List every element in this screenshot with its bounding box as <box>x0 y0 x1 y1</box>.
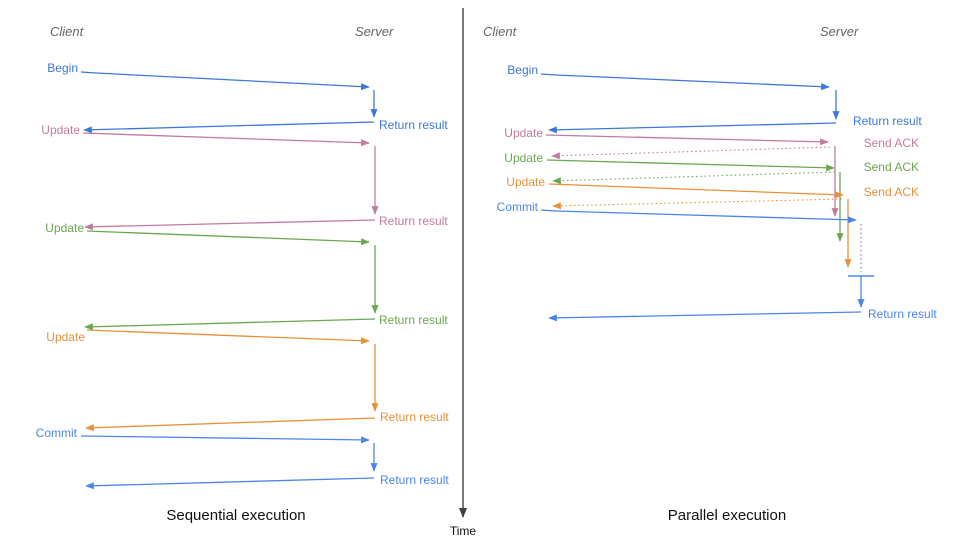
par-update3-request-arrow <box>548 183 844 199</box>
seq-message-update-2: Update Return result <box>45 221 448 331</box>
par-begin-response-arrow <box>548 122 837 134</box>
par-commit-label: Commit <box>497 200 539 214</box>
seq-message-update-1: Update Return result <box>41 123 448 231</box>
seq-update3-label: Update <box>46 330 85 344</box>
par-message-begin: Begin Return result <box>507 63 922 134</box>
par-commit-response-arrow <box>548 311 862 322</box>
par-update2-ack-arrow <box>552 171 836 185</box>
seq-server-header: Server <box>355 24 394 39</box>
time-axis: Time <box>450 8 477 538</box>
seq-begin-request-arrow <box>80 71 370 91</box>
seq-commit-request-arrow <box>80 435 370 444</box>
seq-update2-response-arrow <box>84 318 376 331</box>
par-begin-request-arrow <box>540 73 830 91</box>
par-commit-response-label: Return result <box>868 307 937 321</box>
seq-update1-label: Update <box>41 123 80 137</box>
parallel-title: Parallel execution <box>668 507 786 524</box>
seq-update3-response-label: Return result <box>380 410 449 424</box>
par-update2-label: Update <box>504 151 543 165</box>
seq-begin-label: Begin <box>47 61 78 75</box>
seq-update1-response-label: Return result <box>379 214 448 228</box>
seq-message-begin: Begin Return result <box>47 61 448 134</box>
par-update3-label: Update <box>506 175 545 189</box>
par-update3-ack-arrow <box>552 198 843 210</box>
par-begin-label: Begin <box>507 63 538 77</box>
seq-client-header: Client <box>50 24 85 39</box>
sequential-title: Sequential execution <box>166 507 305 524</box>
par-update1-label: Update <box>504 126 543 140</box>
seq-begin-response-arrow <box>83 121 375 134</box>
par-client-header: Client <box>483 24 518 39</box>
par-message-update-3: Update Send ACK <box>506 175 919 268</box>
seq-update2-response-label: Return result <box>379 313 448 327</box>
par-begin-response-label: Return result <box>853 114 922 128</box>
seq-commit-label: Commit <box>36 426 78 440</box>
par-update2-request-arrow <box>546 159 835 172</box>
time-axis-label: Time <box>450 524 477 538</box>
seq-update3-request-arrow <box>86 329 370 345</box>
seq-begin-response-label: Return result <box>379 118 448 132</box>
seq-commit-response-arrow <box>85 477 375 490</box>
sequential-diagram: Client Server Begin Return result Update… <box>36 24 450 524</box>
par-update2-ack-label: Send ACK <box>864 160 919 174</box>
seq-update2-label: Update <box>45 221 84 235</box>
seq-update2-request-arrow <box>86 230 370 246</box>
seq-update1-response-arrow <box>84 219 376 231</box>
par-server-header: Server <box>820 24 859 39</box>
seq-message-update-3: Update Return result <box>46 329 449 432</box>
seq-update1-request-arrow <box>82 132 370 147</box>
seq-message-commit: Commit Return result <box>36 426 449 490</box>
par-message-update-1: Update Send ACK <box>504 126 919 217</box>
par-message-commit: Commit Return result <box>497 200 937 322</box>
par-update3-ack-label: Send ACK <box>864 185 919 199</box>
seq-commit-response-label: Return result <box>380 473 449 487</box>
par-update1-ack-arrow <box>551 146 831 160</box>
par-update1-request-arrow <box>545 134 829 146</box>
par-message-update-2: Update Send ACK <box>504 151 919 242</box>
parallel-diagram: Client Server Begin Return result Update… <box>483 24 937 524</box>
seq-update3-response-arrow <box>85 417 376 432</box>
par-update1-ack-label: Send ACK <box>864 136 919 150</box>
par-commit-request-arrow <box>540 209 857 224</box>
